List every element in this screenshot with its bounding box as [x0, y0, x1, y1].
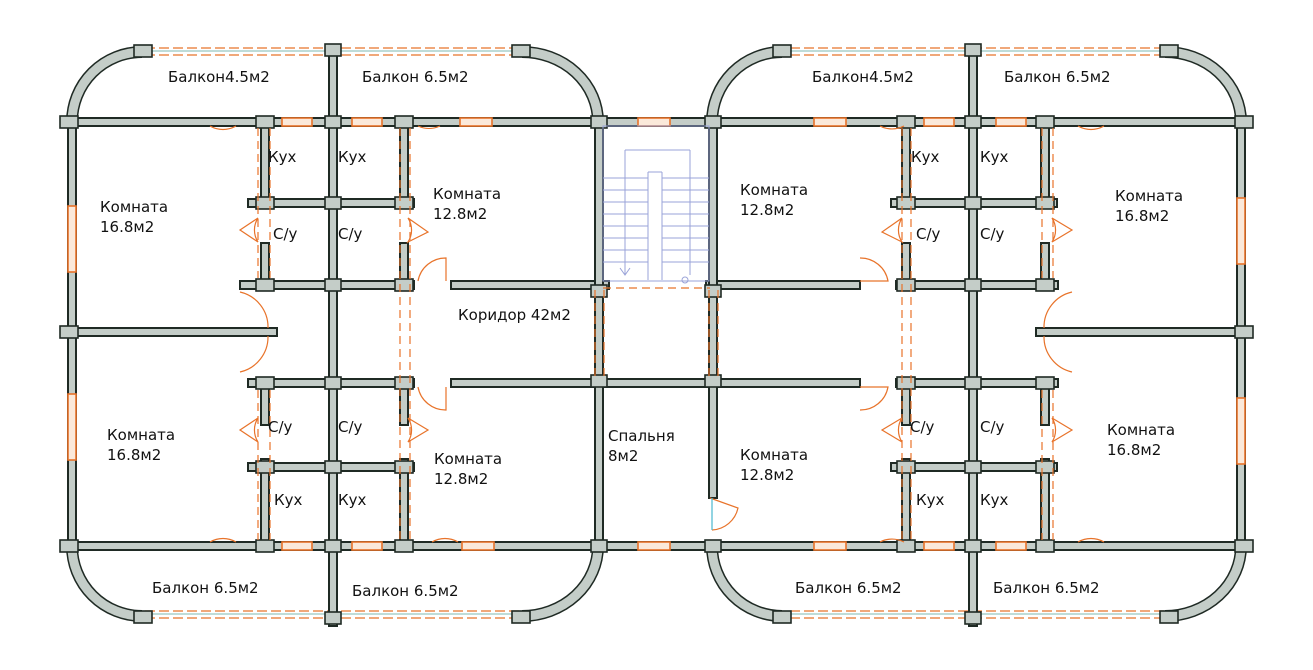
label-room-area: 12.8м2: [740, 466, 794, 484]
room-labels: Балкон4.5м2 Балкон 6.5м2 Балкон4.5м2 Бал…: [100, 68, 1183, 600]
label-balcony-tl: Балкон4.5м2: [168, 68, 270, 86]
label-balcony-bottom: Балкон 6.5м2: [352, 582, 459, 600]
label-corridor: Коридор 42м2: [458, 306, 571, 324]
label-balcony-tr2: Балкон 6.5м2: [1004, 68, 1111, 86]
label-room: Комната: [1115, 187, 1183, 205]
label-room: Комната: [434, 450, 502, 468]
label-room-area: 16.8м2: [100, 218, 154, 236]
label-room: Комната: [107, 426, 175, 444]
label-room-area: 16.8м2: [1115, 207, 1169, 225]
label-bath: С/у: [338, 418, 363, 436]
windows: [67, 117, 1246, 551]
label-bath: С/у: [268, 418, 293, 436]
label-room: Комната: [740, 446, 808, 464]
label-bedroom-area: 8м2: [608, 447, 638, 465]
doors: [209, 125, 1105, 543]
label-kitchen: Кух: [980, 148, 1009, 166]
label-kitchen: Кух: [980, 491, 1009, 509]
wall-posts: [59, 43, 1254, 625]
label-kitchen: Кух: [338, 148, 367, 166]
label-kitchen: Кух: [916, 491, 945, 509]
label-bath: С/у: [338, 225, 363, 243]
label-bath: С/у: [916, 225, 941, 243]
label-room: Комната: [433, 185, 501, 203]
label-room-area: 12.8м2: [434, 470, 488, 488]
label-bedroom: Спальня: [608, 427, 675, 445]
label-kitchen: Кух: [911, 148, 940, 166]
label-room: Комната: [1107, 421, 1175, 439]
label-room-area: 16.8м2: [107, 446, 161, 464]
curved-walls: [66, 46, 1247, 622]
label-balcony-bottom: Балкон 6.5м2: [152, 579, 259, 597]
label-balcony-tl2: Балкон4.5м2: [812, 68, 914, 86]
label-room-area: 12.8м2: [433, 205, 487, 223]
label-kitchen: Кух: [268, 148, 297, 166]
label-room-area: 12.8м2: [740, 201, 794, 219]
label-bath: С/у: [980, 418, 1005, 436]
dashed-boundaries: [257, 128, 1054, 540]
label-room-area: 16.8м2: [1107, 441, 1161, 459]
label-bath: С/у: [980, 225, 1005, 243]
walls: [61, 45, 1253, 627]
label-bath: С/у: [910, 418, 935, 436]
label-balcony-tr: Балкон 6.5м2: [362, 68, 469, 86]
staircase: [602, 125, 710, 284]
label-balcony-bottom: Балкон 6.5м2: [795, 579, 902, 597]
label-kitchen: Кух: [274, 491, 303, 509]
label-room: Комната: [740, 181, 808, 199]
label-bath: С/у: [273, 225, 298, 243]
balcony-outlines: [145, 47, 1165, 619]
label-balcony-bottom: Балкон 6.5м2: [993, 579, 1100, 597]
label-kitchen: Кух: [338, 491, 367, 509]
label-room: Комната: [100, 198, 168, 216]
